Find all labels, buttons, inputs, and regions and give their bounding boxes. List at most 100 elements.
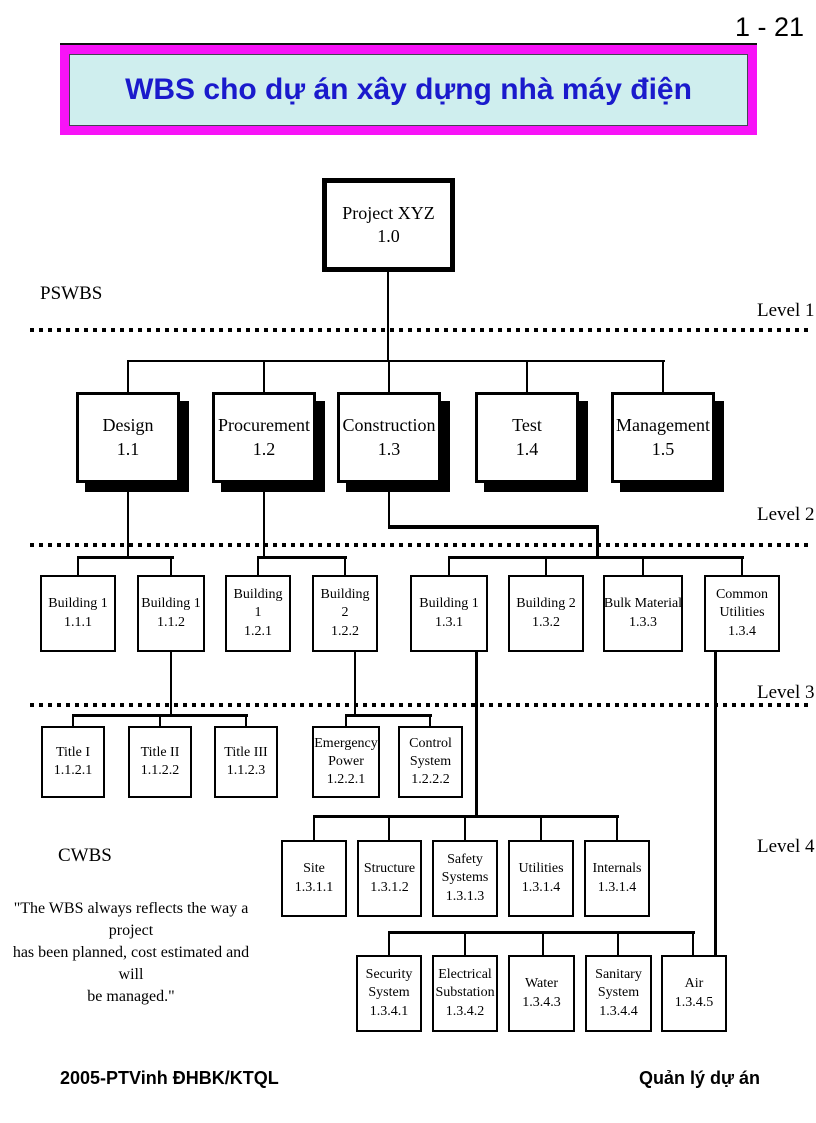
node-emergency-power: Emergency Power 1.2.2.1 [312, 726, 380, 798]
connector-level2-rail [127, 360, 665, 362]
node-label: Title II [140, 744, 180, 760]
connector-drop-test [526, 360, 528, 392]
connector-drop-structure [388, 818, 390, 841]
node-code: 1.2.1 [244, 623, 272, 639]
node-code: 1.1.1 [64, 614, 92, 630]
node-title-3: Title III 1.1.2.3 [214, 726, 278, 798]
node-label: Building 1 [48, 596, 108, 612]
connector-drop-b111 [77, 558, 79, 576]
connector-title-bracket [72, 714, 248, 717]
connector-drop-construction [388, 360, 390, 392]
node-label: Security System [365, 967, 413, 1001]
node-internals: Internals 1.3.1.4 [584, 840, 650, 917]
dotted-separator-level-1 [30, 328, 810, 332]
node-management: Management 1.5 [611, 392, 715, 483]
connector-procurement-down [263, 483, 265, 558]
node-label: Title III [224, 744, 268, 760]
dotted-separator-level-2 [30, 543, 808, 547]
connector-drop-emergency-power [345, 716, 347, 726]
page-number: 1 - 21 [734, 12, 804, 42]
connector-drop-title2 [159, 716, 161, 726]
node-label: Emergency Power [314, 735, 378, 769]
node-project-xyz: Project XYZ 1.0 [322, 178, 455, 272]
node-code: 1.3.4.5 [674, 994, 714, 1010]
node-label: Internals [592, 861, 642, 877]
dotted-separator-level-3 [30, 703, 808, 707]
connector-drop-title1 [72, 716, 74, 726]
node-code: 1.0 [377, 226, 400, 246]
label-level-2: Level 2 [757, 504, 815, 525]
connector-drop-water [542, 934, 544, 956]
node-code: 1.3.1.3 [445, 888, 485, 904]
node-code: 1.3.1.1 [294, 879, 334, 895]
connector-construction-bracket [448, 556, 744, 559]
connector-drop-internals [616, 818, 618, 841]
node-label: Building 1 [233, 587, 283, 621]
connector-drop-b122 [344, 558, 346, 576]
connector-b131-down [475, 652, 478, 818]
node-code: 1.4 [515, 438, 539, 459]
node-label: Air [684, 976, 704, 992]
node-bulk-material: Bulk Material 1.3.3 [603, 575, 683, 652]
node-code: 1.1 [116, 438, 140, 459]
node-code: 1.2 [252, 438, 276, 459]
node-label: Control System [409, 735, 452, 769]
connector-drop-safety [464, 818, 466, 841]
connector-drop-site [313, 818, 315, 841]
connector-drop-b132 [545, 558, 547, 576]
node-label: Utilities [518, 861, 564, 877]
connector-project-down [387, 272, 389, 362]
title-banner-inner: WBS cho dự án xây dựng nhà máy điện [69, 54, 748, 126]
connector-power-bracket [345, 714, 432, 717]
node-label: Building 2 [320, 587, 370, 621]
node-building1-131: Building 1 1.3.1 [410, 575, 488, 652]
node-title-2: Title II 1.1.2.2 [128, 726, 192, 798]
node-code: 1.3.3 [629, 614, 657, 630]
node-safety-systems: Safety Systems 1.3.1.3 [432, 840, 498, 917]
connector-drop-b133 [642, 558, 644, 576]
node-building1-111: Building 1 1.1.1 [40, 575, 116, 652]
node-electrical-substation: Electrical Substation 1.3.4.2 [432, 955, 498, 1032]
footer-course: Quản lý dự án [638, 1068, 760, 1088]
connector-procurement-bracket [257, 556, 347, 559]
connector-drop-air [692, 934, 694, 956]
connector-construction-elbow-h [388, 525, 599, 529]
quote-line: "The WBS always reflects the way a proje… [13, 900, 249, 939]
node-label: Project XYZ [342, 202, 435, 223]
node-code: 1.1.2 [157, 614, 185, 630]
quote-line: has been planned, cost estimated and wil… [12, 944, 250, 983]
node-common-utilities: Common Utilities 1.3.4 [704, 575, 780, 652]
node-code: 1.2.2.2 [411, 772, 450, 788]
connector-b112-down [170, 652, 172, 717]
node-label: Safety Systems [441, 852, 489, 886]
label-cwbs: CWBS [58, 845, 112, 866]
connector-drop-b131 [448, 558, 450, 576]
label-pswbs: PSWBS [40, 283, 103, 304]
connector-drop-sanitary [617, 934, 619, 956]
node-building2-122: Building 2 1.2.2 [312, 575, 378, 652]
node-code: 1.3.2 [532, 614, 560, 630]
node-label: Building 1 [419, 596, 479, 612]
node-security-system: Security System 1.3.4.1 [356, 955, 422, 1032]
node-structure: Structure 1.3.1.2 [357, 840, 422, 917]
connector-design-bracket [77, 556, 174, 559]
node-label: Management [616, 415, 710, 436]
connector-drop-b134 [741, 558, 743, 576]
connector-construction-elbow-v [596, 525, 599, 559]
node-code: 1.2.2 [331, 623, 359, 639]
connector-drop-procurement [263, 360, 265, 392]
node-label: Bulk Material [603, 596, 683, 612]
node-code: 1.3.4.3 [522, 994, 561, 1010]
connector-design-down [127, 483, 129, 558]
connector-b122-down [354, 652, 356, 717]
node-water: Water 1.3.4.3 [508, 955, 575, 1032]
label-level-1: Level 1 [757, 300, 815, 321]
node-code: 1.1.2.3 [226, 763, 266, 778]
connector-b134-down [714, 652, 717, 956]
node-code: 1.3.1.4 [521, 879, 561, 895]
node-code: 1.3.4.1 [369, 1003, 409, 1019]
node-code: 1.3.4.4 [599, 1003, 638, 1019]
node-label: Procurement [218, 415, 310, 436]
node-code: 1.3 [377, 438, 401, 459]
